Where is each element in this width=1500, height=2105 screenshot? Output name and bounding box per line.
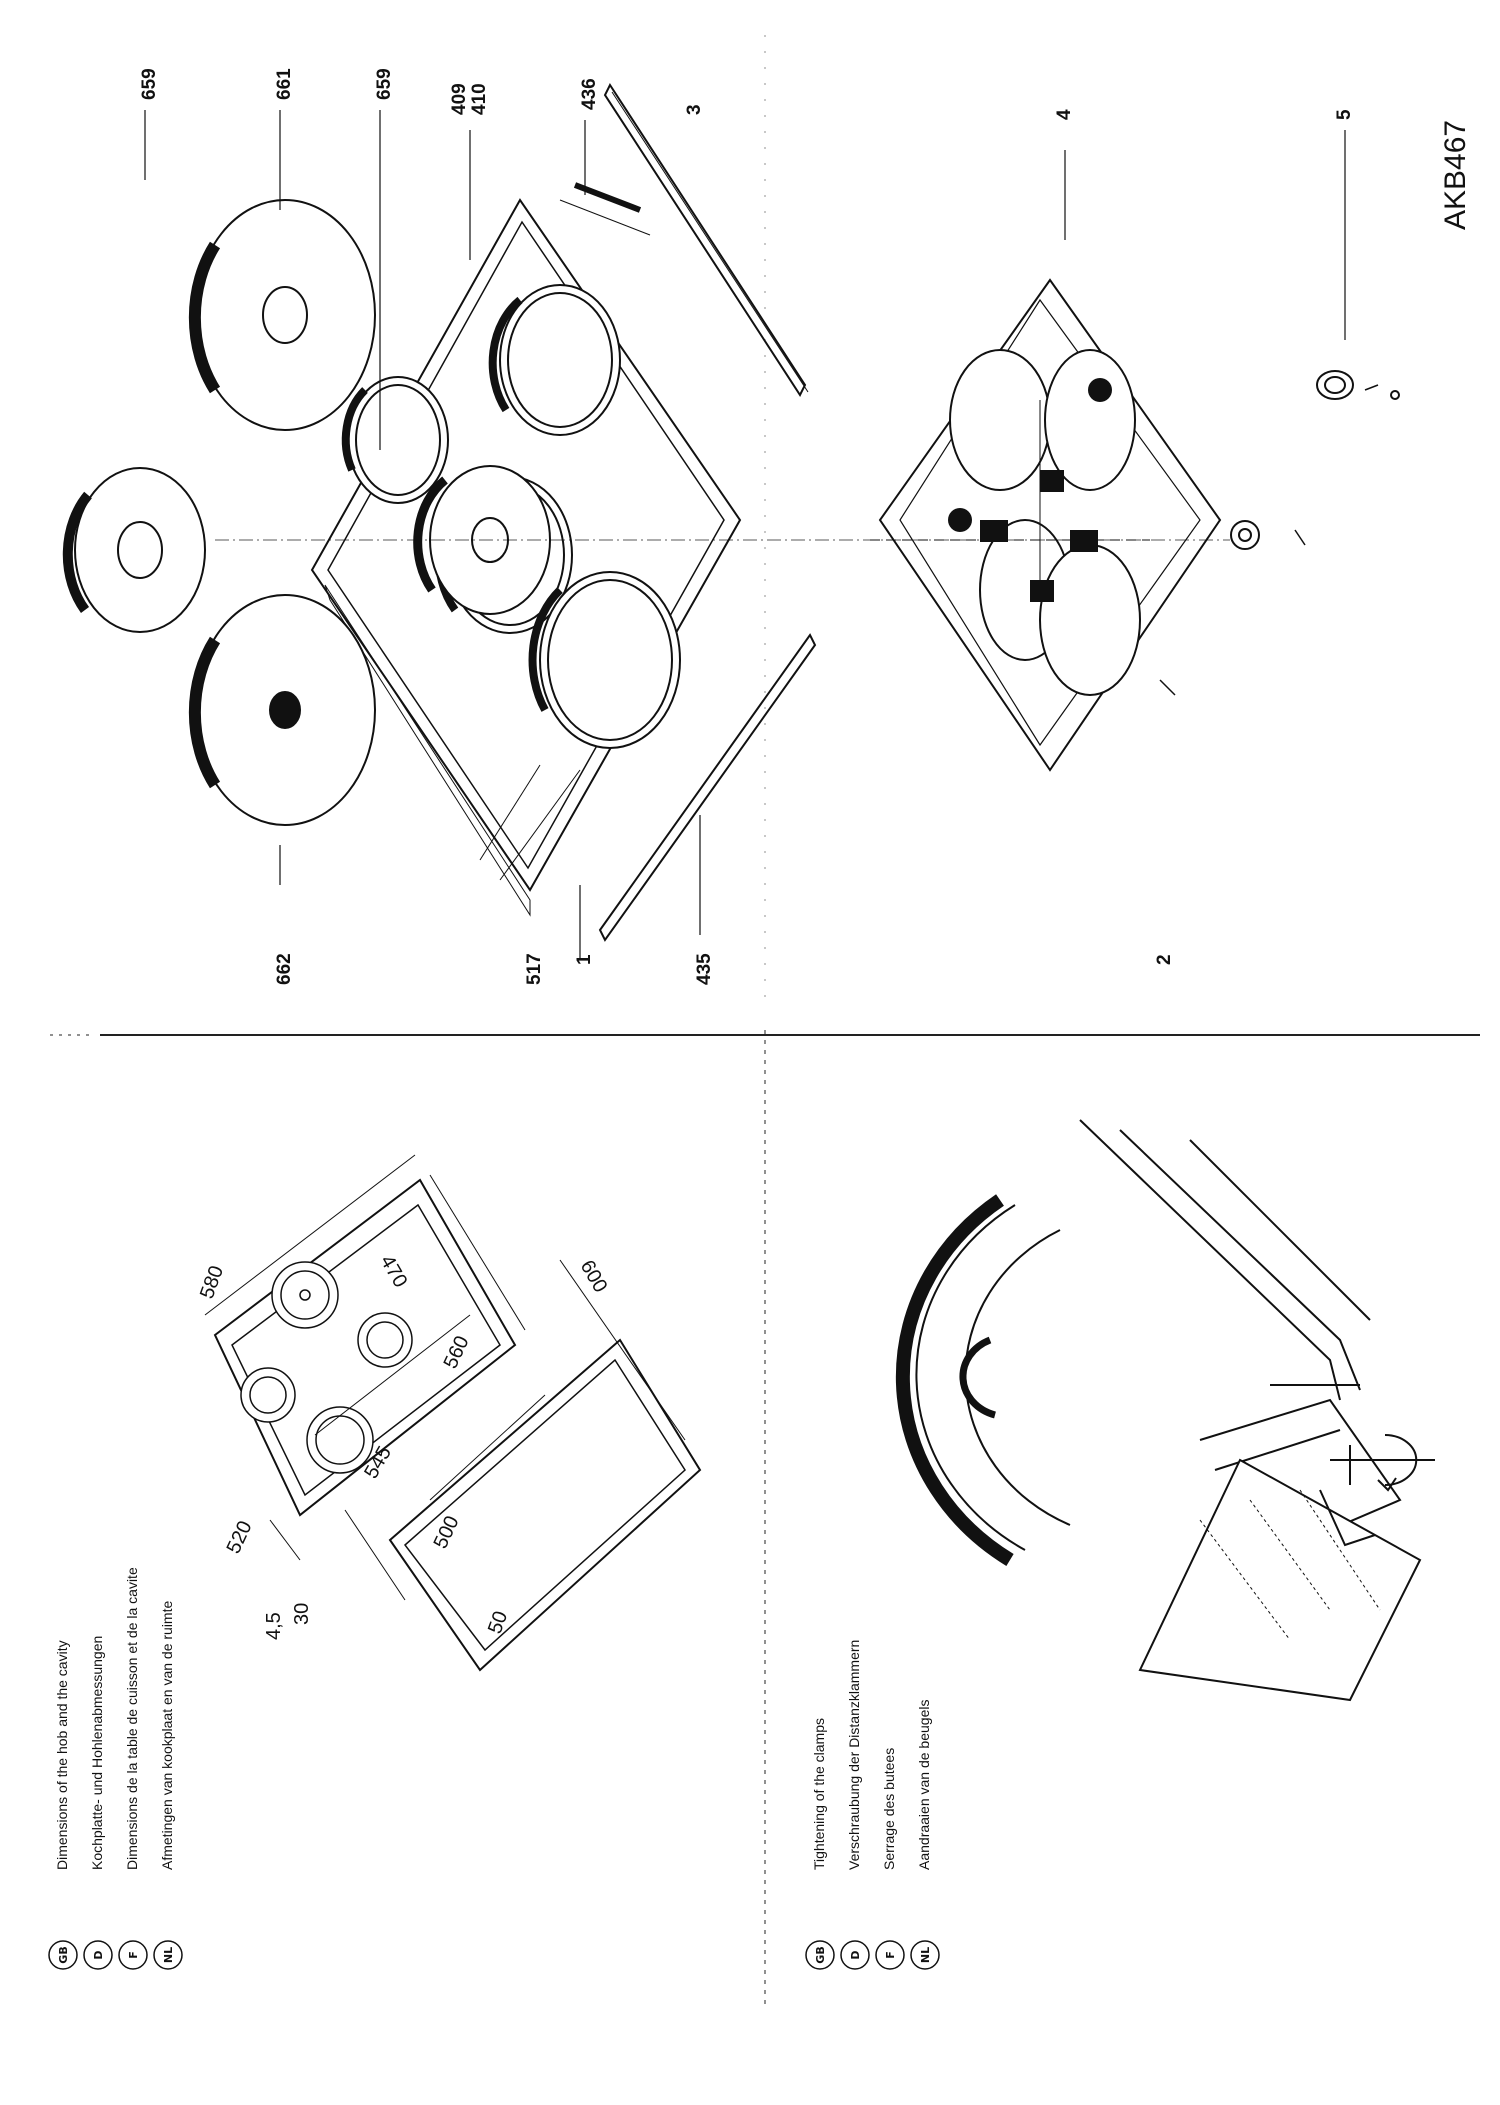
legend-d: D Kochplatte- und Hohlenabmessungen — [83, 1636, 113, 1970]
legend-f: F Dimensions de la table de cuisson et d… — [118, 1567, 148, 1970]
dim-30: 30 — [291, 1603, 313, 1625]
caption-d: Kochplatte- und Hohlenabmessungen — [89, 1636, 105, 1870]
clamps-legend-nl: NL Aandraaien van de beugels — [910, 1700, 940, 1970]
clamps-legend-d: D Verschraubung der Distanzklammern — [840, 1640, 870, 1970]
exploded-view — [62, 82, 1400, 960]
callout-3: 3 — [684, 104, 705, 115]
lang-code-d: D — [92, 1950, 105, 1959]
clamps-lang-code-d: D — [849, 1950, 862, 1959]
callout-410: 410 — [469, 83, 490, 115]
callout-661: 661 — [274, 68, 295, 100]
leader-lines — [144, 110, 1346, 960]
model-number: AKB467 — [1439, 120, 1472, 230]
callout-659-b: 659 — [374, 68, 395, 100]
exploded-callouts: 659 661 659 409 410 436 3 4 5 2 662 517 … — [139, 68, 1355, 985]
lang-code-gb: GB — [57, 1946, 70, 1963]
caption-gb: Dimensions of the hob and the cavity — [54, 1640, 70, 1870]
callout-659-a: 659 — [139, 68, 160, 100]
legend-nl: NL Afmetingen van kookplaat en van de ru… — [153, 1601, 183, 1970]
caption-f: Dimensions de la table de cuisson et de … — [124, 1567, 140, 1870]
hotplate-zones — [341, 284, 681, 749]
dimensions-legend: GB Dimensions of the hob and the cavity … — [48, 1567, 183, 1970]
spare-hotplates — [62, 199, 376, 826]
side-rails — [479, 82, 817, 942]
callout-4: 4 — [1054, 109, 1075, 120]
caption-nl: Afmetingen van kookplaat en van de ruimt… — [159, 1601, 175, 1870]
dimensions-diagram — [204, 1154, 702, 1672]
callout-517: 517 — [524, 953, 545, 985]
clamps-lang-code-f: F — [884, 1951, 897, 1959]
clamps-lang-code-gb: GB — [814, 1946, 827, 1963]
hob-underside — [870, 278, 1222, 772]
clamps-legend: GB Tightening of the clamps D Verschraub… — [805, 1640, 940, 1970]
callout-2: 2 — [1154, 954, 1175, 965]
small-fixings — [1159, 370, 1400, 696]
panel-dividers — [50, 35, 1480, 2005]
callout-435: 435 — [694, 953, 715, 985]
callout-1: 1 — [574, 954, 595, 965]
clamps-caption-gb: Tightening of the clamps — [811, 1718, 827, 1870]
callout-409: 409 — [449, 83, 470, 115]
clamps-diagram — [895, 1119, 1435, 1702]
clamps-lang-code-nl: NL — [919, 1947, 932, 1963]
callout-436: 436 — [579, 78, 600, 110]
lang-code-f: F — [127, 1951, 140, 1959]
lang-code-nl: NL — [162, 1947, 175, 1963]
dim-4-5: 4,5 — [263, 1612, 285, 1640]
clamps-legend-gb: GB Tightening of the clamps — [805, 1718, 835, 1970]
callout-662: 662 — [274, 953, 295, 985]
clamps-caption-f: Serrage des butees — [881, 1748, 897, 1870]
dim-580: 580 — [196, 1263, 228, 1302]
clamps-caption-nl: Aandraaien van de beugels — [916, 1700, 932, 1870]
legend-gb: GB Dimensions of the hob and the cavity — [48, 1640, 78, 1970]
clamps-caption-d: Verschraubung der Distanzklammern — [846, 1640, 862, 1870]
clamps-legend-f: F Serrage des butees — [875, 1748, 905, 1970]
dim-520: 520 — [223, 1518, 257, 1558]
callout-5: 5 — [1334, 109, 1355, 120]
